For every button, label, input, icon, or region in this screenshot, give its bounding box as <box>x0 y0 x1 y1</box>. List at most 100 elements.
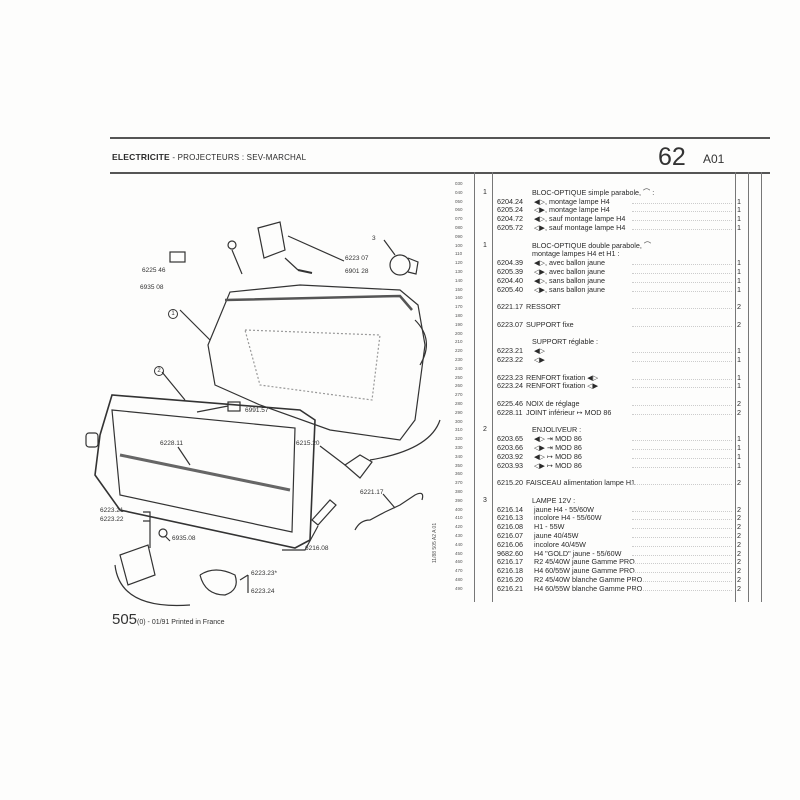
line-number: 080 <box>455 225 463 230</box>
part-description: incolore H4 - 55/60W <box>534 513 602 523</box>
line-number: 160 <box>455 295 463 301</box>
line-number: 420 <box>455 524 463 530</box>
leader-dots <box>632 484 732 486</box>
line-number-row: 070 <box>452 214 772 223</box>
part-description: ◁▶ ↦ MOD 86 <box>534 460 582 470</box>
parts-row: 6223.21◀▷1 <box>452 346 772 355</box>
line-number-row: 040 <box>452 188 772 197</box>
part-description: RENFORT fixation ◁▶ <box>526 381 599 391</box>
support-fixe <box>257 221 286 259</box>
column-divider <box>492 172 493 602</box>
part-number: 6216.13 <box>497 513 523 523</box>
leader-dots <box>632 413 732 415</box>
part-number: 6216.17 <box>497 557 523 567</box>
callout-699157: 6991.57 <box>245 407 269 414</box>
leader-dots <box>632 519 732 521</box>
line-number-row: 190 <box>452 320 772 329</box>
leader-dots <box>632 273 732 274</box>
part-description: ◀▷ <box>534 346 546 356</box>
line-number: 150 <box>455 286 463 292</box>
line-number: 390 <box>455 497 463 503</box>
item-ref: 1 <box>483 241 487 249</box>
leader-dots <box>632 405 732 406</box>
quantity: 2 <box>737 513 741 523</box>
quantity: 2 <box>737 531 741 540</box>
item-ref: 1 <box>483 188 487 196</box>
line-number-row: 030 <box>452 179 772 188</box>
part-number: 6223.22 <box>497 355 523 364</box>
quantity: 1 <box>737 443 741 452</box>
leader-dots <box>632 563 732 565</box>
part-number: 6216.14 <box>497 504 523 514</box>
part-description: ◀▷, avec ballon jaune <box>534 258 605 268</box>
part-number: 6205.72 <box>497 223 523 232</box>
leader-dots <box>632 211 732 213</box>
line-number-row: 080 <box>452 223 772 232</box>
vertical-print-code: 11/88 505 A2 A 01 <box>432 522 439 564</box>
part-description: JOINT inférieur ↦ MOD 86 <box>526 407 612 417</box>
part-description: jaune H4 - 55/60W <box>534 504 594 514</box>
callout-622323: 6223.23* <box>251 570 278 577</box>
line-number-row: 330 <box>452 443 772 452</box>
line-number-row: 370 <box>452 478 772 487</box>
part-number: 6221.17 <box>497 302 523 312</box>
line-number-row: 280 <box>452 399 772 408</box>
line-number: 070 <box>455 216 463 222</box>
line-number-row: 290 <box>452 408 772 417</box>
part-description: NOIX de réglage <box>526 399 580 408</box>
callout-693508-b: 6935.08 <box>172 535 196 542</box>
part-description: R2 45/40W blanche Gamme PRO <box>534 575 643 584</box>
line-number: 330 <box>455 445 463 450</box>
quantity: 1 <box>737 214 741 224</box>
callout-621520: 6215.20 <box>296 440 320 447</box>
line-number: 300 <box>455 418 463 424</box>
line-number: 060 <box>455 207 463 213</box>
lamp-bulb <box>389 254 411 276</box>
leader-dots <box>632 378 732 380</box>
quantity: 2 <box>737 522 741 532</box>
line-number-row: 230 <box>452 355 772 364</box>
footer: 505(0) - 01/91 Printed in France <box>112 611 225 628</box>
quantity: 1 <box>737 372 741 382</box>
part-description: LAMPE 12V : <box>532 495 576 505</box>
part-description: ◀▷, montage lampe H4 <box>534 196 610 206</box>
part-description: R2 45/40W jaune Gamme PRO <box>534 557 635 567</box>
line-number-row: 050 <box>452 197 772 206</box>
leader-dots <box>632 466 732 468</box>
line-number-row: 410 <box>452 513 772 522</box>
leader-dots <box>632 325 732 327</box>
headlamp-block <box>207 284 426 441</box>
leader-dots <box>632 387 732 389</box>
line-number: 250 <box>455 374 463 380</box>
part-number: 6205.39 <box>497 267 523 276</box>
line-number: 470 <box>455 568 463 574</box>
line-number: 310 <box>455 427 463 433</box>
part-number: 6204.72 <box>497 214 523 224</box>
callout-622307: 6223 07 <box>345 255 369 262</box>
leader-dots <box>632 572 732 574</box>
line-number-row: 090 <box>452 232 772 241</box>
quantity: 1 <box>737 381 741 391</box>
line-number-row: 260 <box>452 381 772 390</box>
column-divider <box>474 172 475 602</box>
part-description: ◁▶, montage lampe H4 <box>534 205 610 215</box>
section-title: ELECTRICITE <box>112 152 170 162</box>
line-number: 320 <box>455 436 463 442</box>
part-description: ◀▷, sauf montage lampe H4 <box>534 214 626 224</box>
quantity: 2 <box>737 478 741 488</box>
line-number-row: 400 <box>452 505 772 514</box>
quantity: 1 <box>737 205 741 215</box>
callout-693508: 6935 08 <box>140 284 164 291</box>
part-description: RENFORT fixation ◀▷ <box>526 372 599 382</box>
quantity: 2 <box>737 566 741 576</box>
